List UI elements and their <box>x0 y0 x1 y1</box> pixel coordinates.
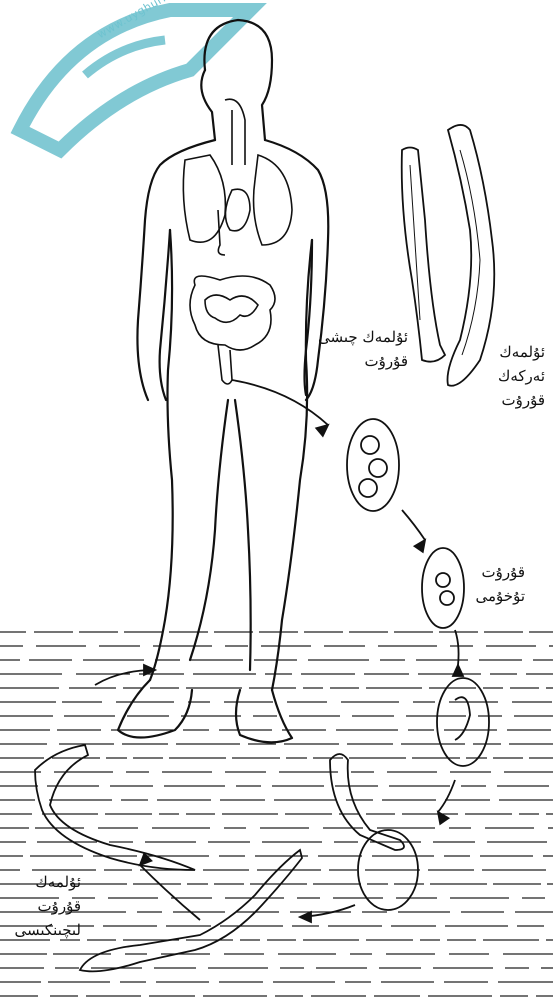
watermark-text: www.uyghurkitap.com <box>95 0 216 41</box>
worm-egg-label: قۇرۇت تۇخۇمى <box>476 560 525 608</box>
male-worm-label: ئۇلمەك ئەركەك قۇرۇت <box>498 340 545 412</box>
female-worm-label: ئۇلمەك چىشى قۇرۇت <box>318 325 408 373</box>
larva-label: ئۇلمەك قۇرۇت لىچىنكىسى <box>14 870 81 942</box>
